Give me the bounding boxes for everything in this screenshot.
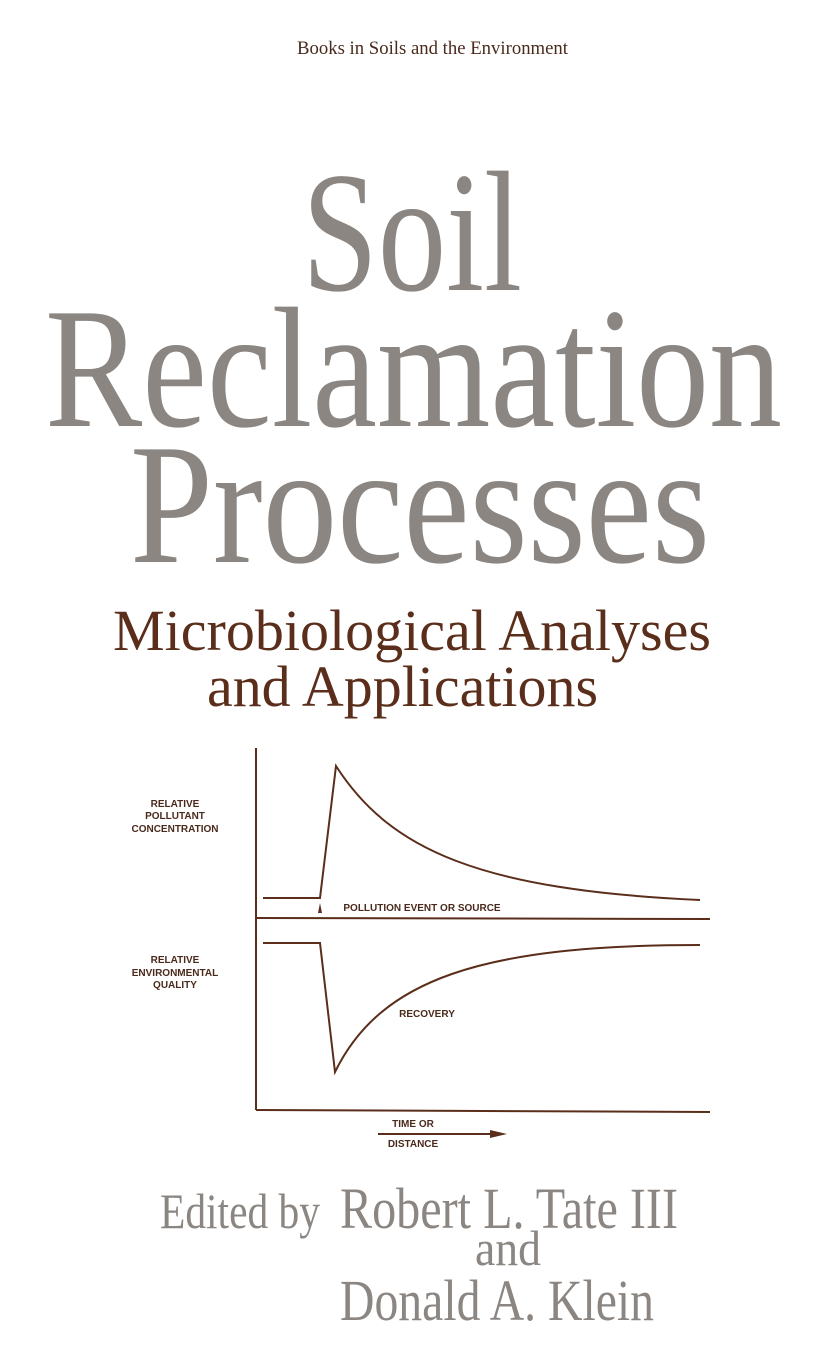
time-arrow-head — [490, 1130, 507, 1138]
x-label-2: DISTANCE — [388, 1139, 439, 1150]
editors: Edited by Robert L. Tate III and Donald … — [160, 1176, 678, 1333]
top-label-3: CONCENTRATION — [131, 824, 218, 835]
book-title: Soil Reclamation Processes — [45, 138, 782, 600]
title-line-3: Processes — [130, 410, 710, 600]
editor-1: Robert L. Tate III — [340, 1176, 678, 1241]
x-axis — [255, 1109, 711, 1113]
bottom-label-3: QUALITY — [153, 980, 197, 991]
edited-by-label: Edited by — [160, 1183, 320, 1239]
quality-curve — [263, 942, 701, 1076]
series-label: Books in Soils and the Environment — [297, 38, 569, 59]
title-line-2: Reclamation — [45, 274, 782, 464]
bottom-label-2: ENVIRONMENTAL — [132, 968, 218, 979]
subtitle: Microbiological Analyses and Application… — [113, 598, 711, 719]
top-label-1: RELATIVE — [151, 799, 200, 810]
editor-2: Donald A. Klein — [340, 1268, 654, 1333]
bottom-label-1: RELATIVE — [151, 955, 200, 966]
event-marker-icon — [318, 903, 322, 913]
top-label-2: POLLUTANT — [145, 811, 205, 822]
title-line-1: Soil — [302, 138, 522, 328]
event-label: POLLUTION EVENT OR SOURCE — [343, 903, 501, 914]
subtitle-line-2: and Applications — [207, 654, 598, 719]
divider-line — [255, 917, 711, 920]
x-label-1: TIME OR — [392, 1119, 434, 1130]
diagram-labels: RELATIVE POLLUTANT CONCENTRATION RELATIV… — [131, 799, 500, 1150]
editors-conjunction: and — [475, 1220, 541, 1276]
recovery-label: RECOVERY — [399, 1009, 455, 1020]
pollutant-curve — [263, 763, 701, 901]
pollution-diagram — [255, 748, 711, 1138]
subtitle-line-1: Microbiological Analyses — [113, 598, 711, 663]
